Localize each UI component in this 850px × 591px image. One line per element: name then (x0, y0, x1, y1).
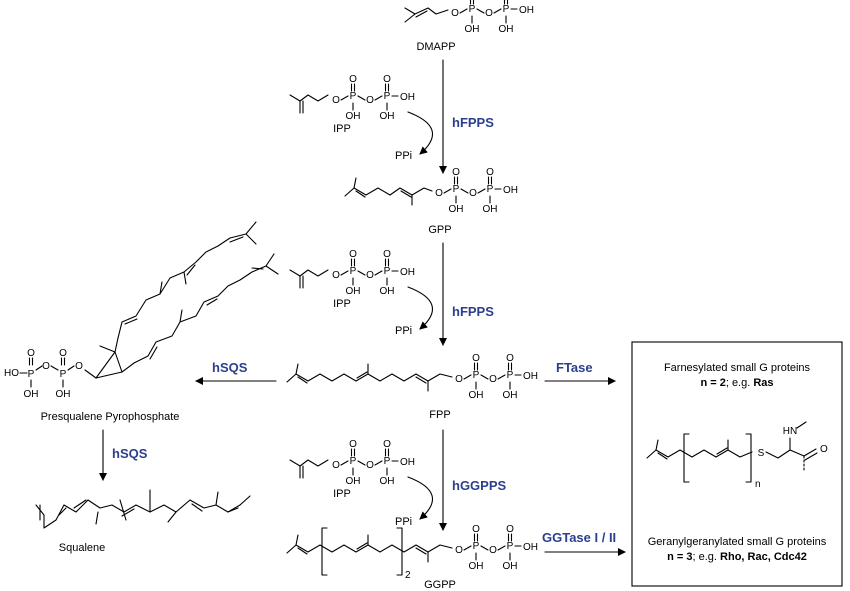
gpp-label: GPP (428, 224, 451, 236)
atom-hn: HN (783, 426, 797, 437)
atom-o: O (42, 361, 50, 372)
ppi-label-3: PPi (395, 516, 412, 528)
fpp-structure (286, 352, 539, 402)
atom-o: O (27, 348, 35, 359)
ppi-release-arrow-2 (407, 286, 433, 330)
atom-p: P (60, 369, 67, 380)
gpp-structure (344, 166, 519, 216)
ipp-label-1: IPP (333, 123, 351, 135)
atom-o: O (820, 444, 828, 455)
ggpp-label: GGPP (424, 579, 456, 591)
enzyme-ftase: FTase (556, 360, 593, 375)
presqualene-label: Presqualene Pyrophosphate (41, 411, 180, 423)
protein-prenylation-box (631, 341, 843, 587)
presqualene-structure: HO P O OH O P O OH O (4, 221, 279, 400)
ipp-structure-2 (289, 248, 416, 298)
enzyme-hsqs-1: hSQS (212, 360, 248, 375)
enzyme-hfpps-1: hFPPS (452, 115, 494, 130)
ppi-release-arrow-1 (407, 111, 433, 155)
prenyl-cysteine-structure: S HN O (646, 421, 828, 483)
dmapp-structure (404, 0, 535, 36)
ggpp-repeat-subscript: 2 (405, 570, 411, 581)
ggpp-structure (286, 523, 539, 576)
geranylgeranylated-detail: n = 3; e.g. Rho, Rac, Cdc42 (667, 551, 807, 563)
ipp-structure-3 (289, 438, 416, 488)
enzyme-hsqs-2: hSQS (112, 446, 148, 461)
atom-o: O (75, 361, 83, 372)
dmapp-label: DMAPP (416, 41, 455, 53)
enzyme-ggtase: GGTase I / II (542, 530, 616, 545)
enzyme-hfpps-2: hFPPS (452, 304, 494, 319)
farnesylated-title: Farnesylated small G proteins (664, 362, 811, 374)
ipp-label-2: IPP (333, 298, 351, 310)
atom-s: S (758, 448, 765, 459)
enzyme-hggpps: hGGPPS (452, 478, 507, 493)
ppi-release-arrow-3 (407, 476, 433, 520)
atom-oh: OH (24, 389, 39, 400)
squalene-label: Squalene (59, 542, 106, 554)
repeat-n-subscript: n (755, 479, 761, 490)
squalene-structure (35, 489, 251, 529)
atom-o: O (59, 348, 67, 359)
atom-oh: OH (56, 389, 71, 400)
farnesylated-detail: n = 2; e.g. Ras (700, 377, 773, 389)
atom-p: P (28, 369, 35, 380)
ipp-structure-1 (289, 73, 416, 123)
ppi-label-1: PPi (395, 150, 412, 162)
fpp-label: FPP (429, 409, 450, 421)
geranylgeranylated-title: Geranylgeranylated small G proteins (648, 536, 827, 548)
ppi-label-2: PPi (395, 325, 412, 337)
ipp-label-3: IPP (333, 488, 351, 500)
atom-ho: HO (4, 368, 19, 379)
